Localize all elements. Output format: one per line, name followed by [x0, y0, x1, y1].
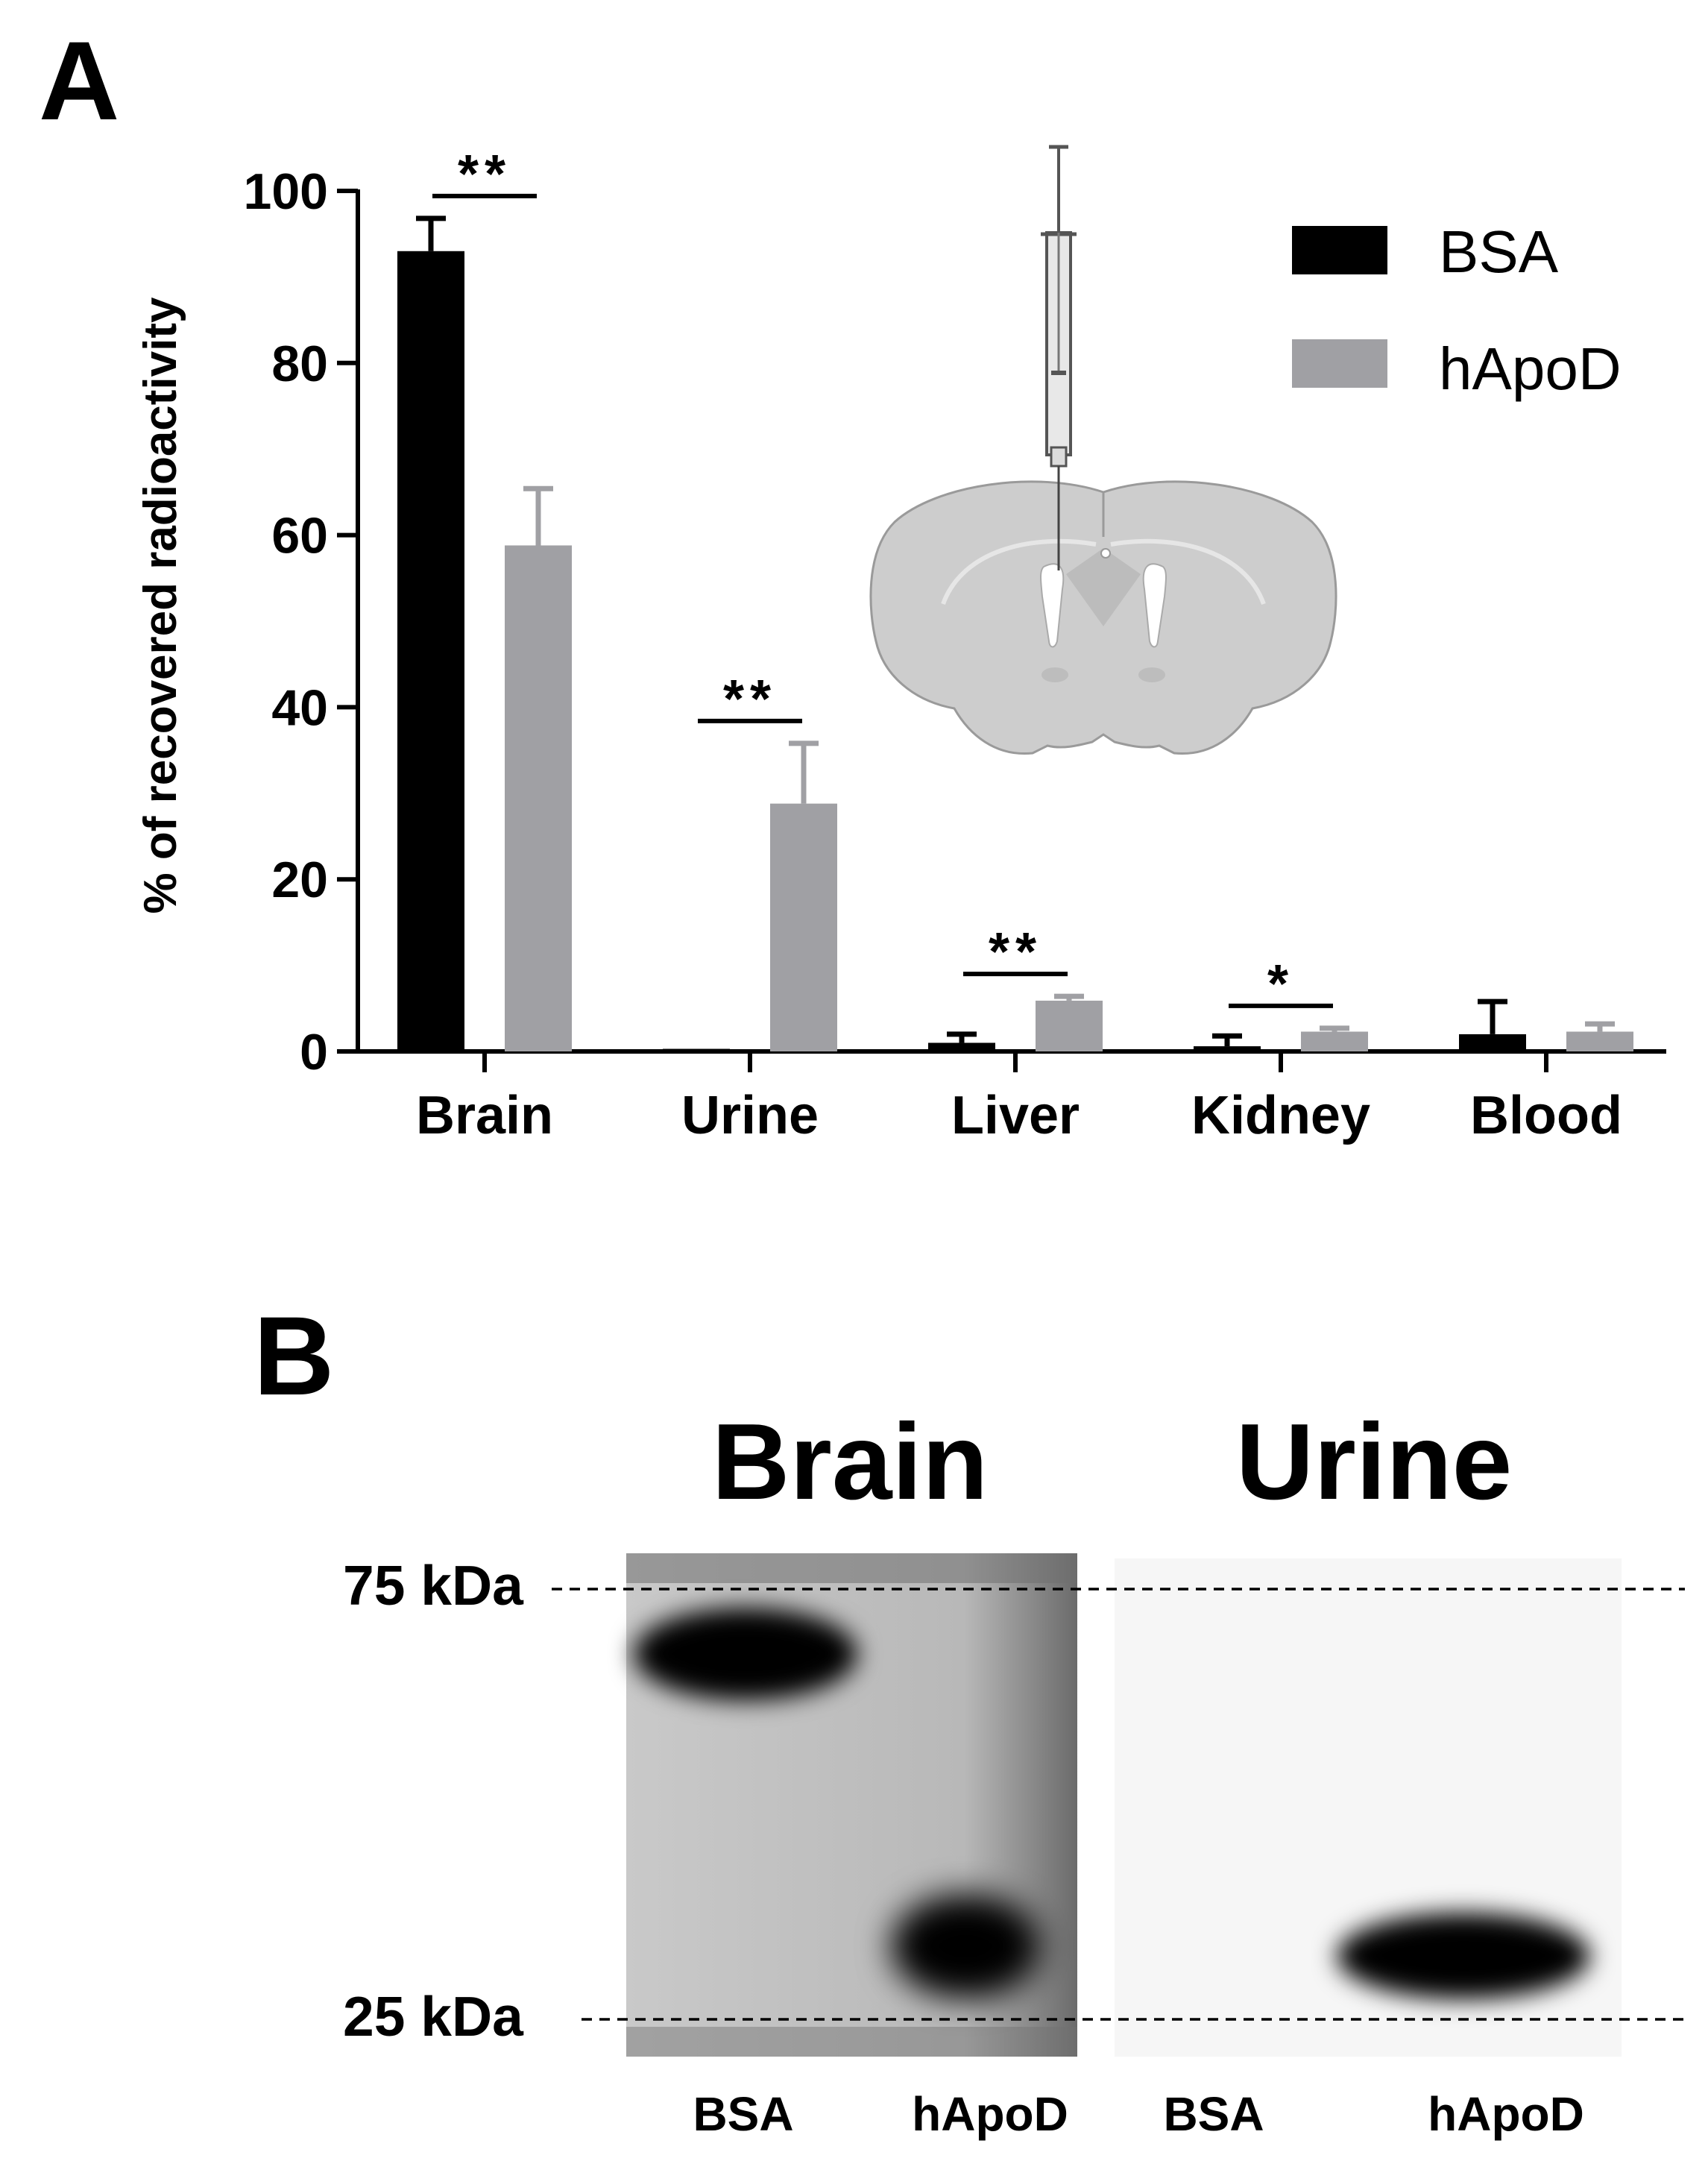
y-tick-label: 60: [271, 508, 328, 564]
y-axis-title: % of recovered radioactivity: [135, 297, 186, 913]
lane-label-urine-bsa: BSA: [1163, 2087, 1264, 2141]
error-bars: [416, 216, 1615, 1047]
y-axis: 0 20 40 60 80 100: [244, 163, 360, 1081]
band-brain-bsa: [634, 1608, 857, 1700]
significance-markers: *******: [432, 145, 1333, 1014]
y-tick-label: 40: [271, 679, 328, 736]
y-tick-label: 100: [244, 163, 328, 220]
bar-chart: % of recovered radioactivity 0 20 40 60 80 10…: [135, 145, 1666, 1145]
significance-label: **: [723, 670, 777, 729]
legend-swatch-hapod: [1292, 339, 1387, 388]
western-blot-brain: [626, 1553, 1077, 2057]
significance-label: **: [989, 922, 1042, 982]
bar-bsa-brain: [397, 251, 464, 1051]
panel-a-label: A: [39, 18, 119, 143]
x-tick-label: Brain: [416, 1086, 553, 1145]
bar-hapod-urine: [770, 803, 837, 1051]
blot-title-urine: Urine: [1236, 1401, 1513, 1522]
x-axis: Brain Urine Liver Kidney Blood: [356, 1049, 1666, 1145]
brain-injection-icon: [869, 145, 1337, 755]
lane-label-brain-bsa: BSA: [693, 2087, 793, 2141]
legend-label-hapod: hApoD: [1439, 336, 1622, 402]
bar-hapod-kidney: [1301, 1031, 1368, 1051]
marker-label-75: 75 kDa: [343, 1554, 524, 1617]
bar-hapod-brain: [505, 545, 572, 1051]
y-tick-label: 80: [271, 336, 328, 392]
y-tick-label: 0: [300, 1024, 328, 1081]
y-tick-label: 20: [271, 852, 328, 908]
bar-bsa-kidney: [1194, 1046, 1261, 1051]
panel-b-label: B: [253, 1293, 334, 1418]
significance-label: **: [458, 145, 511, 204]
bars: [397, 251, 1633, 1051]
bar-bsa-blood: [1459, 1034, 1526, 1051]
band-brain-hapod: [891, 1894, 1040, 1998]
lane-label-urine-hapod: hApoD: [1428, 2087, 1584, 2141]
western-blot-urine: [1115, 1558, 1622, 2057]
bar-bsa-urine: [663, 1048, 730, 1051]
x-tick-label: Blood: [1470, 1086, 1622, 1145]
lane-label-brain-hapod: hApoD: [912, 2087, 1068, 2141]
significance-label: *: [1267, 954, 1294, 1014]
legend: BSA hApoD: [1292, 218, 1622, 402]
legend-swatch-bsa: [1292, 226, 1387, 274]
bar-hapod-liver: [1036, 1000, 1103, 1051]
x-tick-label: Liver: [951, 1086, 1080, 1145]
x-tick-label: Kidney: [1191, 1086, 1370, 1145]
marker-label-25: 25 kDa: [343, 1985, 524, 2048]
blot-title-brain: Brain: [712, 1401, 989, 1522]
band-urine-hapod: [1337, 1913, 1590, 1999]
x-tick-label: Urine: [681, 1086, 819, 1145]
bar-bsa-liver: [928, 1042, 995, 1051]
bar-hapod-blood: [1566, 1031, 1633, 1051]
legend-label-bsa: BSA: [1439, 218, 1559, 285]
